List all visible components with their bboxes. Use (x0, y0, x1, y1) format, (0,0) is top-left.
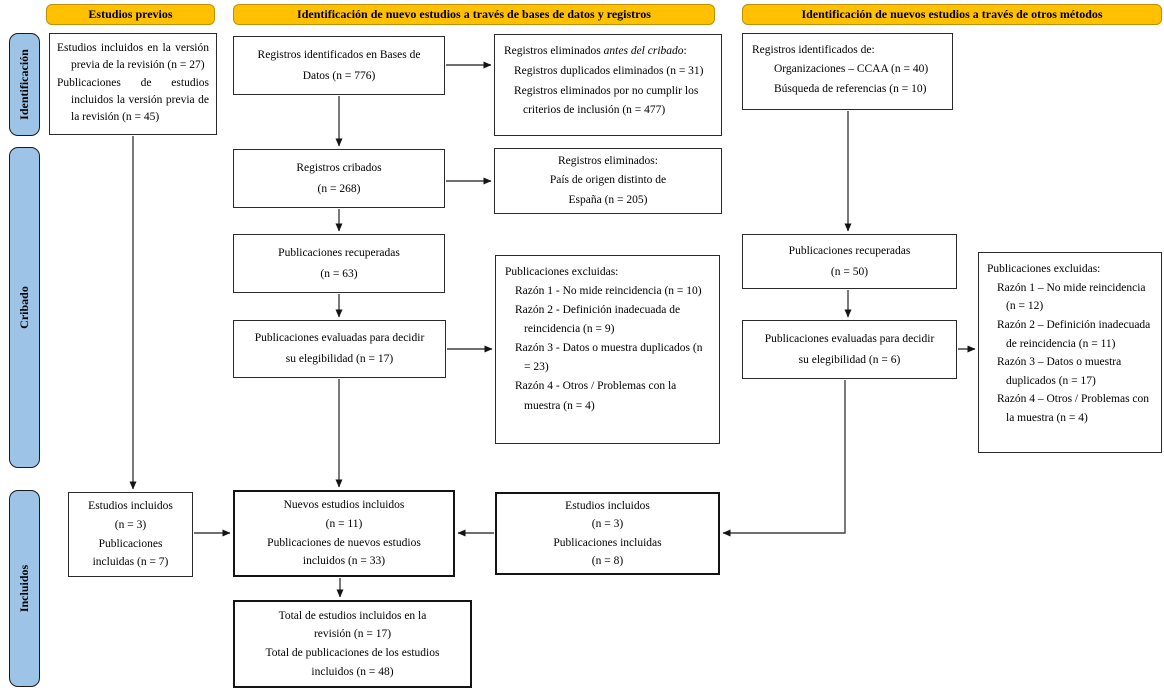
italic-phrase: antes del cribado (603, 45, 684, 57)
reason-item: Razón 1 - No mide reincidencia (n = 10) (515, 285, 702, 298)
list-item: Registros eliminados por no cumplir los … (514, 84, 699, 117)
box-previous-studies: Estudios incluidos en la versión previa … (49, 33, 217, 135)
reason-item: Razón 1 – No mide reincidencia (n = 12) (997, 281, 1146, 313)
box-records-identified-other: Registros identificados de: Organizacion… (742, 33, 953, 110)
box-line: (n = 3) (114, 518, 147, 531)
header-databases: Identificación de nuevo estudios a travé… (233, 4, 715, 25)
list-item: Organizaciones – CCAA (n = 40) (774, 63, 929, 76)
stage-included: Incluidos (9, 490, 40, 687)
box-line: Publicaciones recuperadas (788, 244, 911, 257)
reason-item: Razón 4 – Otros / Problemas con la muest… (997, 393, 1150, 424)
box-records-screened: Registros cribados (n = 268) (233, 149, 445, 208)
header-previous-studies: Estudios previos (46, 4, 215, 25)
box-line: (n = 3) (591, 518, 624, 531)
reason-item: Razón 3 - Datos o muestra duplicados (n … (515, 342, 703, 374)
box-line: (n = 268) (317, 182, 361, 195)
arrow-assessedother-to-includedother (722, 380, 846, 537)
box-line: Publicaciones evaluadas para decidir (764, 332, 935, 345)
box-line: Datos (n = 776) (302, 69, 376, 82)
list-item: Registros duplicados eliminados (n = 31) (514, 64, 704, 77)
box-line: su elegibilidad (n = 6) (798, 353, 901, 366)
box-line: Nuevos estudios incluidos (283, 499, 405, 512)
box-line: Publicaciones incluidas (553, 536, 662, 549)
box-line: Registros identificados en Bases de (257, 48, 421, 61)
stage-screening: Cribado (9, 147, 40, 468)
reason-item: Razón 2 – Definición inadecuada de reinc… (997, 318, 1151, 350)
previous-studies-line: Estudios incluidos en la versión previa … (57, 42, 209, 72)
reason-item: Razón 2 - Definición inadecuada de reinc… (515, 304, 681, 336)
box-line: Publicaciones de nuevos estudios (267, 536, 421, 549)
box-line: Publicaciones recuperadas (278, 246, 400, 259)
box-line: Publicaciones evaluadas para decidir (254, 332, 425, 345)
box-studies-included-other: Estudios incluidos (n = 3) Publicaciones… (495, 492, 720, 575)
box-line: su elegibilidad (n = 17) (285, 353, 394, 365)
box-publications-excluded-other: Publicaciones excluidas: Razón 1 – No mi… (978, 252, 1162, 453)
box-title: Publicaciones excluidas: (987, 263, 1101, 275)
box-records-identified-databases: Registros identificados en Bases de Dato… (233, 36, 445, 95)
stage-included-label: Incluidos (17, 564, 32, 613)
box-total-included: Total de estudios incluidos en la revisi… (233, 600, 472, 688)
box-line: incluidas (n = 7) (92, 556, 169, 569)
box-line: Estudios incluidos (88, 500, 173, 513)
box-publications-retrieved-other: Publicaciones recuperadas (n = 50) (742, 234, 957, 289)
reason-item: Razón 3 – Datos o muestra duplicados (n … (997, 356, 1122, 387)
box-line: (n = 11) (325, 517, 363, 530)
list-item: Búsqueda de referencias (n = 10) (774, 82, 927, 95)
box-title: Registros identificados de: (752, 44, 875, 56)
box-line: Estudios incluidos (565, 499, 650, 512)
stage-identification-label: Identificación (17, 49, 32, 120)
box-line: incluidos (n = 48) (311, 665, 394, 678)
box-line: (n = 63) (320, 267, 358, 280)
box-line: (n = 8) (591, 554, 624, 567)
box-publications-assessed-db: Publicaciones evaluadas para decidir su … (233, 320, 446, 378)
box-title: Registros eliminados antes del cribado: (504, 45, 687, 57)
box-records-removed-before-screening: Registros eliminados antes del cribado: … (494, 34, 722, 136)
box-line: Registros eliminados: (558, 154, 658, 167)
previous-studies-line: Publicaciones de estudios incluidos la v… (57, 76, 209, 124)
reason-item: Razón 4 - Otros / Problemas con la muest… (515, 380, 677, 412)
stage-identification: Identificación (9, 33, 40, 136)
box-line: Total de publicaciones de los estudios (265, 647, 440, 659)
box-line: País de origen distinto de (549, 174, 667, 187)
box-publications-assessed-other: Publicaciones evaluadas para decidir su … (742, 320, 957, 379)
box-line: Registros cribados (296, 161, 382, 174)
box-line: incluidos (n = 33) (302, 555, 386, 568)
box-line: revisión (n = 17) (313, 628, 392, 641)
box-line: España (n = 205) (568, 193, 648, 206)
box-new-studies-included: Nuevos estudios incluidos (n = 11) Publi… (233, 490, 455, 577)
box-title: Publicaciones excluidas: (505, 266, 619, 278)
box-studies-included-previous: Estudios incluidos (n = 3) Publicaciones… (68, 492, 193, 577)
box-line: Total de estudios incluidos en la (278, 609, 427, 622)
box-line: (n = 50) (830, 265, 869, 278)
header-other-methods: Identificación de nuevos estudios a trav… (742, 4, 1162, 25)
box-publications-retrieved-db: Publicaciones recuperadas (n = 63) (233, 234, 445, 293)
box-line: Publicaciones (98, 537, 163, 550)
box-publications-excluded-db: Publicaciones excluidas: Razón 1 - No mi… (495, 255, 720, 444)
box-records-removed-country: Registros eliminados: País de origen dis… (494, 148, 722, 214)
stage-screening-label: Cribado (17, 286, 31, 329)
